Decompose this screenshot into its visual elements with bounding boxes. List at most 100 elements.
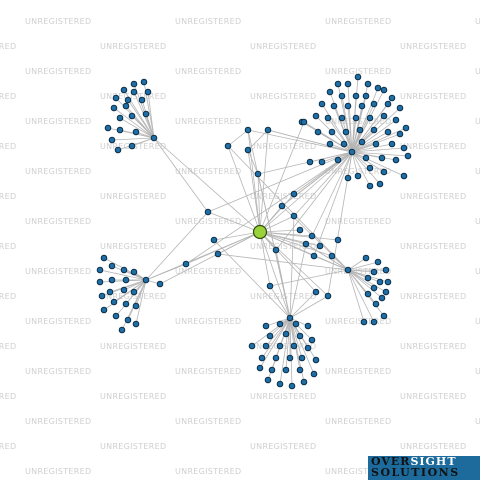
network-node[interactable]	[114, 146, 122, 154]
network-node[interactable]	[344, 80, 352, 88]
network-node[interactable]	[352, 92, 360, 100]
network-node[interactable]	[244, 126, 252, 134]
network-node[interactable]	[312, 112, 320, 120]
network-node[interactable]	[328, 252, 336, 260]
network-node[interactable]	[400, 172, 408, 180]
network-node[interactable]	[106, 288, 114, 296]
network-node[interactable]	[324, 114, 332, 122]
network-node[interactable]	[248, 342, 256, 350]
network-node[interactable]	[118, 326, 126, 334]
network-node[interactable]	[304, 322, 312, 330]
network-node[interactable]	[108, 136, 116, 144]
network-node[interactable]	[364, 290, 372, 298]
network-node[interactable]	[298, 354, 306, 362]
network-node[interactable]	[282, 330, 290, 338]
network-node[interactable]	[132, 302, 140, 310]
network-node[interactable]	[400, 144, 408, 152]
network-node[interactable]	[306, 158, 314, 166]
network-node[interactable]	[376, 278, 384, 286]
network-node[interactable]	[358, 138, 366, 146]
network-node[interactable]	[362, 154, 370, 162]
network-node[interactable]	[254, 170, 262, 178]
network-node[interactable]	[286, 354, 294, 362]
network-node[interactable]	[316, 242, 324, 250]
network-node[interactable]	[366, 164, 374, 172]
network-node[interactable]	[292, 320, 300, 328]
network-node[interactable]	[310, 252, 318, 260]
network-node[interactable]	[156, 280, 164, 288]
network-node[interactable]	[122, 300, 130, 308]
network-node[interactable]	[372, 140, 380, 148]
network-node[interactable]	[354, 73, 362, 81]
network-node[interactable]	[272, 246, 280, 254]
network-node[interactable]	[396, 104, 404, 112]
network-node[interactable]	[282, 366, 290, 374]
network-node[interactable]	[96, 266, 104, 274]
network-node[interactable]	[120, 266, 128, 274]
network-node[interactable]	[266, 282, 274, 290]
network-node[interactable]	[132, 320, 140, 328]
network-node[interactable]	[104, 124, 112, 132]
network-node[interactable]	[370, 284, 378, 292]
network-node[interactable]	[370, 318, 378, 326]
network-node[interactable]	[384, 278, 392, 286]
network-node[interactable]	[124, 96, 132, 104]
network-node[interactable]	[130, 268, 138, 276]
network-node[interactable]	[376, 180, 384, 188]
network-node[interactable]	[380, 86, 388, 94]
network-node[interactable]	[334, 236, 342, 244]
network-node[interactable]	[258, 354, 266, 362]
network-node[interactable]	[276, 342, 284, 350]
network-node[interactable]	[364, 274, 372, 282]
network-node[interactable]	[392, 116, 400, 124]
network-node[interactable]	[312, 356, 320, 364]
network-node[interactable]	[122, 102, 130, 110]
network-node[interactable]	[124, 316, 132, 324]
network-node[interactable]	[98, 292, 106, 300]
network-node[interactable]	[130, 88, 138, 96]
network-node[interactable]	[318, 100, 326, 108]
network-node[interactable]	[392, 156, 400, 164]
network-node[interactable]	[120, 286, 128, 294]
network-node[interactable]	[214, 250, 222, 258]
network-node[interactable]	[268, 366, 276, 374]
network-node[interactable]	[378, 154, 386, 162]
network-node[interactable]	[144, 88, 152, 96]
network-node[interactable]	[338, 92, 346, 100]
network-node[interactable]	[244, 146, 252, 154]
network-node[interactable]	[100, 254, 108, 262]
network-node[interactable]	[128, 112, 136, 120]
network-node[interactable]	[334, 156, 342, 164]
network-node[interactable]	[360, 318, 368, 326]
network-node[interactable]	[370, 126, 378, 134]
network-node[interactable]	[308, 232, 316, 240]
network-node[interactable]	[308, 336, 316, 344]
network-node[interactable]	[300, 378, 308, 386]
network-node[interactable]	[262, 342, 270, 350]
network-node[interactable]	[116, 126, 124, 134]
network-node[interactable]	[116, 114, 124, 122]
network-node[interactable]	[128, 142, 136, 150]
network-node[interactable]	[288, 382, 296, 390]
network-node[interactable]	[276, 320, 284, 328]
network-node[interactable]	[374, 258, 382, 266]
network-node[interactable]	[300, 118, 308, 126]
network-node[interactable]	[338, 114, 346, 122]
network-node[interactable]	[326, 140, 334, 148]
network-node[interactable]	[372, 300, 380, 308]
network-node[interactable]	[362, 254, 370, 262]
network-node[interactable]	[256, 364, 264, 372]
network-node[interactable]	[318, 158, 326, 166]
network-node[interactable]	[210, 236, 218, 244]
network-node[interactable]	[348, 148, 356, 156]
network-node[interactable]	[264, 126, 272, 134]
network-node[interactable]	[286, 314, 294, 322]
network-node[interactable]	[364, 80, 372, 88]
network-node[interactable]	[204, 208, 212, 216]
network-node[interactable]	[290, 190, 298, 198]
network-node[interactable]	[138, 96, 146, 104]
network-node[interactable]	[378, 294, 386, 302]
network-node[interactable]	[142, 276, 150, 284]
network-node[interactable]	[112, 312, 120, 320]
network-node[interactable]	[328, 128, 336, 136]
